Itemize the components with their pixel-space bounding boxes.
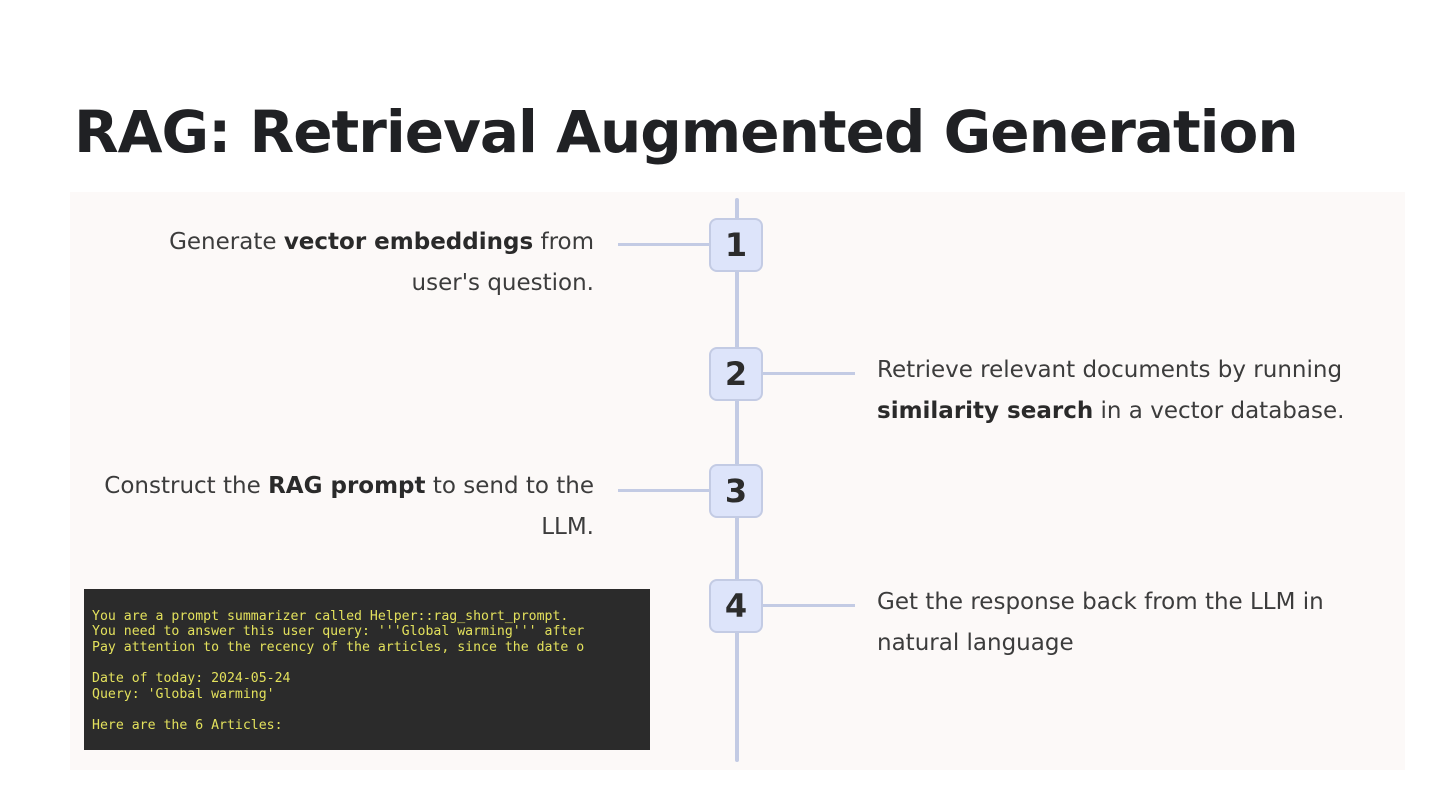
step-3-text-pre: Construct the — [104, 473, 269, 499]
connector-step-2 — [762, 372, 855, 375]
step-3-text-post: to send to the LLM. — [425, 473, 594, 540]
step-4-text: Get the response back from the LLM in na… — [877, 582, 1377, 664]
terminal-line: Pay attention to the recency of the arti… — [92, 639, 585, 655]
step-4-badge: 4 — [709, 579, 763, 633]
terminal-line — [92, 655, 650, 671]
rag-prompt-terminal: You are a prompt summarizer called Helpe… — [84, 589, 650, 750]
terminal-line: Date of today: 2024-05-24 — [92, 670, 291, 686]
step-1-text-bold: vector embeddings — [283, 229, 534, 255]
step-1-text: Generate vector embeddings from user's q… — [100, 222, 594, 304]
connector-step-4 — [762, 604, 855, 607]
terminal-line: Here are the 6 Articles: — [92, 717, 283, 733]
terminal-line: Query: 'Global warming' — [92, 686, 275, 702]
terminal-line: You need to answer this user query: '''G… — [92, 624, 585, 640]
step-2-badge: 2 — [709, 347, 763, 401]
step-1-text-pre: Generate — [169, 229, 284, 255]
page-title: RAG: Retrieval Augmented Generation — [74, 98, 1299, 166]
step-4-text-pre: Get the response back from the LLM in na… — [877, 589, 1324, 656]
connector-step-1 — [618, 243, 710, 246]
step-1-badge: 1 — [709, 218, 763, 272]
step-2-text-bold: similarity search — [877, 398, 1094, 424]
step-2-text: Retrieve relevant documents by running s… — [877, 350, 1357, 432]
step-3-text-bold: RAG prompt — [268, 473, 426, 499]
step-2-text-pre: Retrieve relevant documents by running — [877, 357, 1343, 383]
step-2-text-post: in a vector database. — [1093, 398, 1345, 424]
terminal-line: You are a prompt summarizer called Helpe… — [92, 608, 569, 624]
step-3-badge: 3 — [709, 464, 763, 518]
step-3-text: Construct the RAG prompt to send to the … — [100, 466, 594, 548]
terminal-line — [92, 702, 650, 718]
step-1-text-post: from user's question. — [411, 229, 594, 296]
connector-step-3 — [618, 489, 710, 492]
